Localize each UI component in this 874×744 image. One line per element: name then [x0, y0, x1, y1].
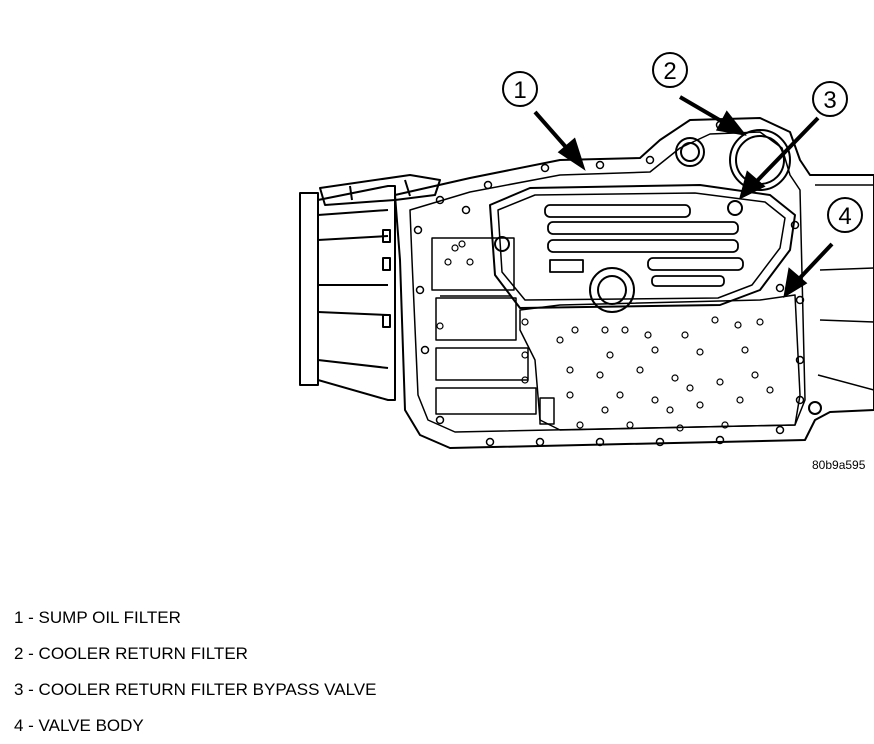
callout-2-label: 2 [663, 58, 676, 85]
legend: 1 - SUMP OIL FILTER 2 - COOLER RETURN FI… [14, 600, 376, 744]
legend-item: 3 - COOLER RETURN FILTER BYPASS VALVE [14, 680, 377, 699]
callout-4: 4 [827, 197, 863, 233]
callout-2: 2 [652, 52, 688, 88]
valve-body [519, 294, 801, 431]
callout-1-label: 1 [513, 77, 526, 104]
legend-item: 1 - SUMP OIL FILTER [14, 608, 181, 627]
callout-1: 1 [502, 71, 538, 107]
legend-item: 4 - VALVE BODY [14, 716, 144, 735]
transmission-case [394, 117, 874, 449]
valve-body-holes [436, 240, 774, 432]
cooler-return-filter [675, 129, 791, 191]
legend-item: 2 - COOLER RETURN FILTER [14, 644, 248, 663]
transmission-illustration: 1 2 3 4 [299, 52, 874, 449]
callout-3: 3 [812, 81, 848, 117]
sump-oil-filter [489, 184, 796, 313]
valve-body-left [431, 237, 555, 425]
bypass-valve [727, 200, 743, 216]
bell-housing [299, 174, 441, 401]
pan-bolts [413, 120, 805, 447]
callout-4-label: 4 [838, 203, 851, 230]
figure-code: 80b9a595 [812, 458, 866, 472]
callout-3-label: 3 [823, 87, 836, 114]
leader-lines [533, 95, 834, 299]
